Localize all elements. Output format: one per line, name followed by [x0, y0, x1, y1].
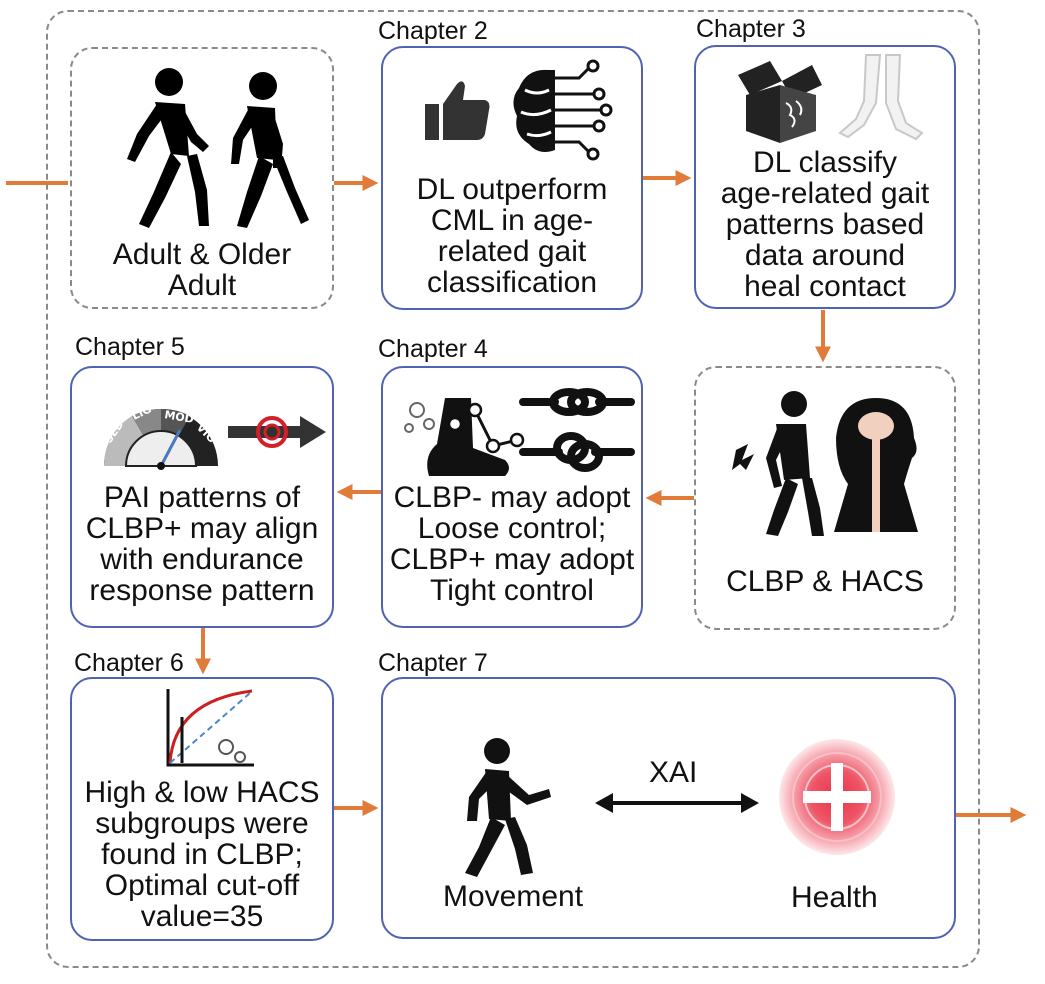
chapter-7-label: Chapter 7: [378, 649, 488, 677]
double-arrow-icon: [595, 793, 759, 813]
movement-label: Movement: [443, 880, 584, 913]
legs-icon: [838, 54, 924, 141]
health-cross-icon: [779, 739, 895, 855]
chapter-6-text: High & low HACS subgroups were found in …: [84, 776, 320, 933]
foot-motion-icon: [404, 398, 525, 476]
chapter-2-box: DL outperform CML in age- related gait c…: [381, 46, 643, 310]
chapter-5-label: Chapter 5: [75, 333, 185, 361]
chapter-3-label: Chapter 3: [696, 15, 806, 43]
xai-label: XAI: [649, 756, 698, 789]
brain-circuit-icon: [513, 59, 613, 161]
chapter-7-box: Movement XAI Health: [381, 677, 956, 939]
head-silhouette-icon: [834, 398, 918, 532]
walking-person-icon: [465, 738, 551, 877]
chapter-3-box: DL classify age-related gait patterns ba…: [694, 45, 956, 309]
chapter-2-text: DL outperform CML in age- related gait c…: [416, 173, 608, 299]
activity-gauge-icon: SED LIG MOD VIG: [102, 402, 218, 470]
roc-curve-icon: [166, 689, 254, 767]
target-arrow-icon: [228, 416, 326, 448]
clbp-hacs-box: CLBP & HACS: [694, 366, 956, 630]
start-box-text: Adult & Older Adult: [112, 238, 292, 302]
chapter-2-label: Chapter 2: [378, 17, 488, 45]
chapter-5-box: SED LIG MOD VIG PAI patterns of CLBP+ ma…: [70, 366, 334, 628]
chapter-6-label: Chapter 6: [74, 649, 184, 677]
start-box: Adult & Older Adult: [70, 47, 334, 309]
chapter-4-label: Chapter 4: [378, 335, 488, 363]
back-pain-person-icon: [732, 391, 824, 536]
gauge-label-mod: MOD: [163, 408, 194, 426]
health-label: Health: [791, 881, 878, 914]
clbp-hacs-text: CLBP & HACS: [726, 565, 924, 598]
thumbs-up-icon: [425, 81, 490, 140]
chapter-5-text: PAI patterns of CLBP+ may align with end…: [85, 481, 319, 607]
chapter-6-box: High & low HACS subgroups were found in …: [70, 677, 334, 941]
chapter-4-box: CLBP- may adopt Loose control; CLBP+ may…: [381, 366, 643, 628]
walking-adults-icon: [127, 68, 309, 228]
knot-icon: [519, 388, 635, 472]
outer-frame: [46, 10, 980, 968]
chapter-3-text: DL classify age-related gait patterns ba…: [720, 146, 930, 303]
chapter-4-text: CLBP- may adopt Loose control; CLBP+ may…: [389, 481, 635, 607]
open-box-icon: [738, 61, 822, 143]
